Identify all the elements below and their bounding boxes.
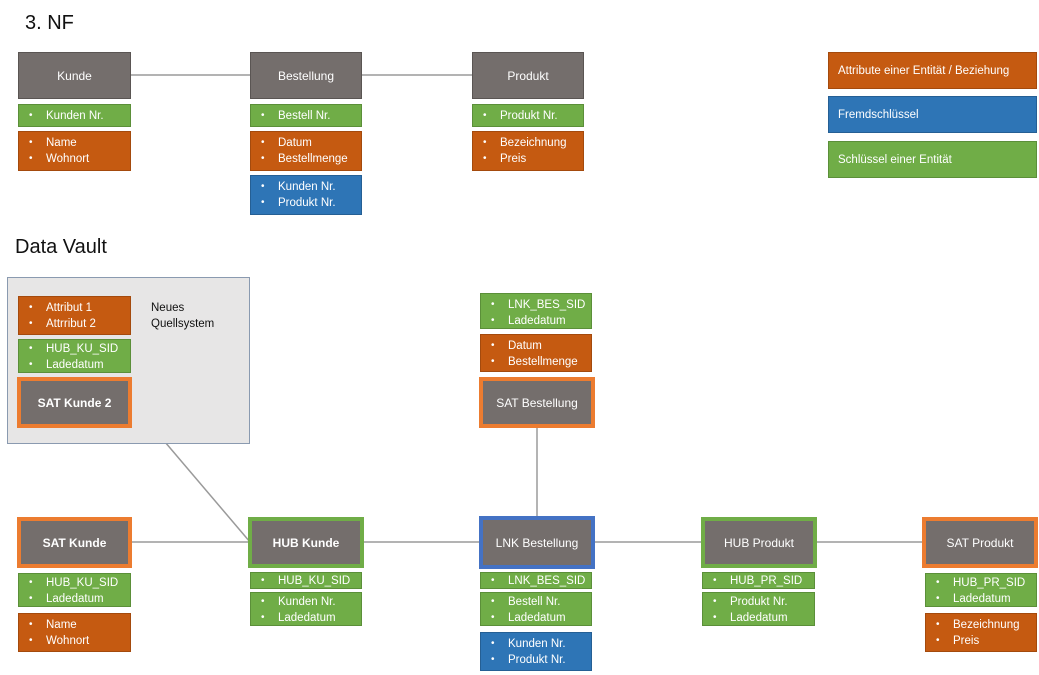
list-item: Ladedatum — [259, 610, 361, 626]
produkt-attr-box: Bezeichnung Preis — [472, 131, 584, 171]
legend-attributes: Attribute einer Entität / Beziehung — [828, 52, 1037, 89]
list-item: HUB_KU_SID — [259, 573, 361, 589]
list-item: LNK_BES_SID — [489, 573, 591, 589]
legend-foreign-key: Fremdschlüssel — [828, 96, 1037, 133]
lnk-bestellung-bk-box: Bestell Nr. Ladedatum — [480, 592, 592, 626]
entity-hub-kunde[interactable]: HUB Kunde — [248, 517, 364, 568]
list-item: Wohnort — [27, 151, 130, 167]
sat-kunde-attr-box: Name Wohnort — [18, 613, 131, 652]
sat-bestellung-attr-box: Datum Bestellmenge — [480, 334, 592, 372]
list-item: Attrribut 2 — [27, 316, 130, 332]
list-item: Bestell Nr. — [489, 594, 591, 610]
sat-bestellung-key-box: LNK_BES_SID Ladedatum — [480, 293, 592, 329]
entity-sat-bestellung[interactable]: SAT Bestellung — [479, 377, 595, 428]
sat-produkt-attr-box: Bezeichnung Preis — [925, 613, 1037, 652]
list-item: Name — [27, 135, 130, 151]
list-item: Kunden Nr. — [27, 108, 130, 124]
legend-entity-key: Schlüssel einer Entität — [828, 141, 1037, 178]
list-item: Ladedatum — [711, 610, 814, 626]
sat-produkt-key-box: HUB_PR_SID Ladedatum — [925, 573, 1037, 607]
bestellung-attr-box: Datum Bestellmenge — [250, 131, 362, 171]
list-item: Kunden Nr. — [259, 594, 361, 610]
list-item: Ladedatum — [27, 357, 130, 373]
list-item: HUB_PR_SID — [934, 575, 1036, 591]
list-item: Datum — [259, 135, 361, 151]
hub-kunde-bk-box: Kunden Nr. Ladedatum — [250, 592, 362, 626]
kunde-attr-box: Name Wohnort — [18, 131, 131, 171]
list-item: Name — [27, 617, 130, 633]
list-item: Attribut 1 — [27, 300, 130, 316]
list-item: Kunden Nr. — [489, 636, 591, 652]
produkt-key-box: Produkt Nr. — [472, 104, 584, 127]
sat-kunde2-attr-box: Attribut 1 Attrribut 2 — [18, 296, 131, 335]
list-item: Ladedatum — [489, 313, 591, 329]
entity-sat-kunde-2[interactable]: SAT Kunde 2 — [17, 377, 132, 428]
list-item: Bestell Nr. — [259, 108, 361, 124]
list-item: Ladedatum — [489, 610, 591, 626]
list-item: Datum — [489, 338, 591, 354]
list-item: Kunden Nr. — [259, 179, 361, 195]
hub-kunde-sid-box: HUB_KU_SID — [250, 572, 362, 589]
entity-sat-produkt[interactable]: SAT Produkt — [922, 517, 1038, 568]
kunde-key-box: Kunden Nr. — [18, 104, 131, 127]
hub-produkt-bk-box: Produkt Nr. Ladedatum — [702, 592, 815, 626]
entity-produkt[interactable]: Produkt — [472, 52, 584, 99]
entity-lnk-bestellung[interactable]: LNK Bestellung — [479, 516, 595, 569]
list-item: Bestellmenge — [489, 354, 591, 370]
list-item: Bestellmenge — [259, 151, 361, 167]
list-item: Preis — [481, 151, 583, 167]
bestellung-key-box: Bestell Nr. — [250, 104, 362, 127]
lnk-bestellung-fk-box: Kunden Nr. Produkt Nr. — [480, 632, 592, 671]
list-item: Preis — [934, 633, 1036, 649]
list-item: LNK_BES_SID — [489, 297, 591, 313]
entity-hub-produkt[interactable]: HUB Produkt — [701, 517, 817, 568]
list-item: Wohnort — [27, 633, 130, 649]
bestellung-fk-box: Kunden Nr. Produkt Nr. — [250, 175, 362, 215]
list-item: HUB_KU_SID — [27, 341, 130, 357]
list-item: Produkt Nr. — [711, 594, 814, 610]
list-item: Produkt Nr. — [259, 195, 361, 211]
heading-data-vault: Data Vault — [15, 236, 107, 258]
list-item: Produkt Nr. — [489, 652, 591, 668]
list-item: HUB_PR_SID — [711, 573, 814, 589]
list-item: Ladedatum — [934, 591, 1036, 607]
list-item: Produkt Nr. — [481, 108, 583, 124]
list-item: Ladedatum — [27, 591, 130, 607]
lnk-bestellung-sid-box: LNK_BES_SID — [480, 572, 592, 589]
list-item: Bezeichnung — [934, 617, 1036, 633]
entity-sat-kunde[interactable]: SAT Kunde — [17, 517, 132, 568]
list-item: Bezeichnung — [481, 135, 583, 151]
sat-kunde2-key-box: HUB_KU_SID Ladedatum — [18, 339, 131, 373]
hub-produkt-sid-box: HUB_PR_SID — [702, 572, 815, 589]
new-source-note: Neues Quellsystem — [151, 302, 215, 330]
entity-kunde[interactable]: Kunde — [18, 52, 131, 99]
entity-bestellung[interactable]: Bestellung — [250, 52, 362, 99]
list-item: HUB_KU_SID — [27, 575, 130, 591]
sat-kunde-key-box: HUB_KU_SID Ladedatum — [18, 573, 131, 607]
heading-3nf: 3. NF — [25, 12, 74, 34]
